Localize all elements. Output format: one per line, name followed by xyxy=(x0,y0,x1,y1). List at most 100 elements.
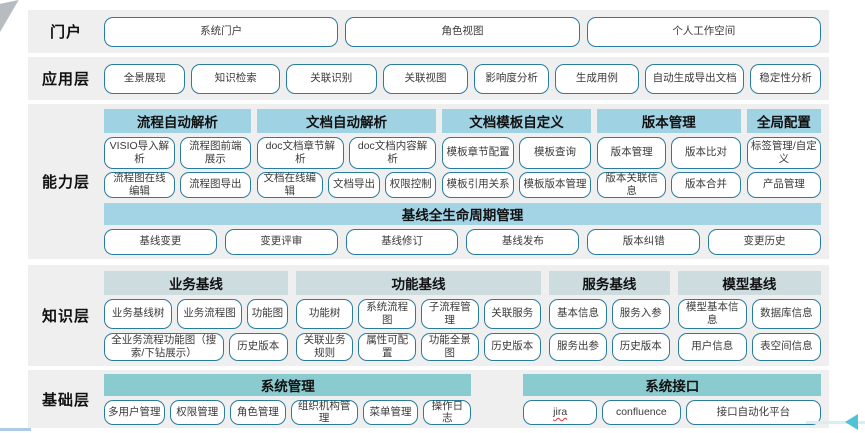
knowledge-button[interactable]: 服务入参 xyxy=(611,298,670,329)
portal-button[interactable]: 系统门户 xyxy=(104,16,339,47)
application-button[interactable]: 知识检索 xyxy=(191,63,281,94)
knowledge-layer-label: 知识层 xyxy=(41,308,90,325)
application-button[interactable]: 关联识别 xyxy=(286,63,377,94)
knowledge-button[interactable]: 系统流程图 xyxy=(358,298,416,329)
knowledge-button[interactable]: 关联业务规则 xyxy=(295,332,354,361)
arrow-line xyxy=(806,421,865,424)
foundation-layer: 基础层 系统管理 多用户管理权限管理角色管理组织机构管理菜单管理操作日志 系统接… xyxy=(28,370,829,428)
capability-button[interactable]: 模板查询 xyxy=(519,136,591,169)
knowledge-button[interactable]: 模型基本信息 xyxy=(677,298,747,329)
application-button[interactable]: 全景展现 xyxy=(104,63,186,94)
group-header: 版本管理 xyxy=(596,108,741,133)
capability-layer-label: 能力层 xyxy=(41,174,90,191)
capability-button[interactable]: 流程图导出 xyxy=(179,171,251,198)
system-management-button[interactable]: 操作日志 xyxy=(423,399,472,425)
foundation-group-system-management: 系统管理 多用户管理权限管理角色管理组织机构管理菜单管理操作日志 xyxy=(104,373,472,425)
knowledge-button[interactable]: 关联服务 xyxy=(483,298,542,329)
system-management-button[interactable]: 组织机构管理 xyxy=(290,399,358,425)
group-header: 文档模板自定义 xyxy=(442,108,591,133)
knowledge-button[interactable]: 功能图 xyxy=(246,298,288,329)
baseline-button[interactable]: 变更评审 xyxy=(224,228,338,255)
capability-button[interactable]: VISIO导入解析 xyxy=(104,136,175,169)
baseline-button[interactable]: 版本纠错 xyxy=(587,228,701,255)
knowledge-button[interactable]: 业务流程图 xyxy=(177,298,242,329)
knowledge-group-service-baseline: 服务基线 基本信息服务入参 服务出参历史版本 xyxy=(549,270,670,361)
capability-button[interactable]: 模板版本管理 xyxy=(519,171,591,198)
knowledge-button[interactable]: 功能树 xyxy=(295,298,354,329)
system-management-button[interactable]: 菜单管理 xyxy=(362,399,419,425)
knowledge-button[interactable]: 全业务流程功能图（搜索/下钻展示） xyxy=(104,332,224,361)
group-header: 服务基线 xyxy=(549,270,670,295)
capability-button[interactable]: 版本管理 xyxy=(596,136,667,169)
jira-button[interactable]: jira xyxy=(523,399,597,425)
foundation-layer-label: 基础层 xyxy=(41,391,90,409)
capability-button[interactable]: 产品管理 xyxy=(746,171,822,198)
capability-groups: 流程自动解析 VISIO导入解析流程图前端展示 流程图在线编辑流程图导出 文档自… xyxy=(104,108,822,198)
capability-group-process-auto-parsing: 流程自动解析 VISIO导入解析流程图前端展示 流程图在线编辑流程图导出 xyxy=(104,108,251,198)
knowledge-button[interactable]: 历史版本 xyxy=(611,332,670,361)
portal-button[interactable]: 角色视图 xyxy=(345,16,580,47)
baseline-button[interactable]: 基线修订 xyxy=(345,228,459,255)
baseline-button[interactable]: 基线发布 xyxy=(466,228,580,255)
capability-group-version-management: 版本管理 版本管理版本比对 版本关联信息版本合并 xyxy=(596,108,741,198)
application-button[interactable]: 影响度分析 xyxy=(474,63,549,94)
capability-button[interactable]: 文档导出 xyxy=(327,171,381,198)
knowledge-button[interactable]: 业务基线树 xyxy=(104,298,173,329)
knowledge-button[interactable]: 历史版本 xyxy=(483,332,542,361)
capability-button[interactable]: 流程图在线编辑 xyxy=(104,171,175,198)
interface-automation-button[interactable]: 接口自动化平台 xyxy=(685,399,822,425)
capability-button[interactable]: 权限控制 xyxy=(385,171,437,198)
arrow-left-icon xyxy=(845,414,858,430)
capability-button[interactable]: 模板章节配置 xyxy=(442,136,515,169)
capability-button[interactable]: 标签管理/自定义 xyxy=(746,136,822,169)
system-management-button[interactable]: 权限管理 xyxy=(169,399,226,425)
group-header: 模型基线 xyxy=(677,270,821,295)
capability-button[interactable]: 版本合并 xyxy=(671,171,741,198)
capability-group-global-config: 全局配置 标签管理/自定义 产品管理 xyxy=(746,108,822,198)
capability-button[interactable]: doc文档内容解析 xyxy=(348,136,437,169)
application-button[interactable]: 关联视图 xyxy=(382,63,469,94)
portal-layer: 门户 系统门户角色视图个人工作空间 xyxy=(28,10,829,53)
capability-layer: 能力层 流程自动解析 VISIO导入解析流程图前端展示 流程图在线编辑流程图导出… xyxy=(28,104,829,259)
baseline-button[interactable]: 变更历史 xyxy=(708,228,821,255)
group-header: 功能基线 xyxy=(295,270,542,295)
group-header: 业务基线 xyxy=(104,270,288,295)
group-header: 文档自动解析 xyxy=(256,108,437,133)
baseline-button[interactable]: 基线变更 xyxy=(104,228,217,255)
capability-button[interactable]: 模板引用关系 xyxy=(442,171,515,198)
knowledge-button[interactable]: 历史版本 xyxy=(228,332,288,361)
knowledge-button[interactable]: 数据库信息 xyxy=(751,298,821,329)
capability-button[interactable]: 版本比对 xyxy=(671,136,741,169)
application-button[interactable]: 生成用例 xyxy=(554,63,639,94)
capability-button[interactable]: doc文档章节解析 xyxy=(256,136,344,169)
portal-buttons: 系统门户角色视图个人工作空间 xyxy=(104,16,821,47)
portal-layer-label: 门户 xyxy=(49,24,82,41)
knowledge-button[interactable]: 服务出参 xyxy=(549,332,607,361)
confluence-button[interactable]: confluence xyxy=(601,399,681,425)
knowledge-button[interactable]: 基本信息 xyxy=(549,298,607,329)
knowledge-button[interactable]: 功能全景图 xyxy=(420,332,479,361)
knowledge-groups: 业务基线 业务基线树业务流程图功能图 全业务流程功能图（搜索/下钻展示）历史版本… xyxy=(104,270,821,361)
foundation-group-system-interface: 系统接口 jira confluence 接口自动化平台 xyxy=(523,373,822,425)
application-button[interactable]: 稳定性分析 xyxy=(750,63,821,94)
baseline-lifecycle-header: 基线全生命周期管理 xyxy=(104,202,821,225)
knowledge-button[interactable]: 表空间信息 xyxy=(751,332,821,361)
knowledge-group-function-baseline: 功能基线 功能树系统流程图子流程管理关联服务 关联业务规则属性可配置功能全景图历… xyxy=(295,270,542,361)
portal-button[interactable]: 个人工作空间 xyxy=(586,16,821,47)
system-management-button[interactable]: 多用户管理 xyxy=(104,399,165,425)
group-header: 全局配置 xyxy=(746,108,822,133)
knowledge-button[interactable]: 子流程管理 xyxy=(420,298,479,329)
corner-decoration xyxy=(0,0,19,32)
baseline-buttons: 基线变更变更评审基线修订基线发布版本纠错变更历史 xyxy=(104,228,821,255)
knowledge-button[interactable]: 用户信息 xyxy=(677,332,747,361)
capability-button[interactable]: 文档在线编辑 xyxy=(256,171,323,198)
knowledge-button[interactable]: 属性可配置 xyxy=(358,332,416,361)
application-layer: 应用层 全景展现知识检索关联识别关联视图影响度分析生成用例自动生成导出文档稳定性… xyxy=(28,57,829,100)
capability-button[interactable]: 流程图前端展示 xyxy=(179,136,251,169)
system-management-button[interactable]: 角色管理 xyxy=(230,399,286,425)
application-button[interactable]: 自动生成导出文档 xyxy=(644,63,745,94)
capability-button[interactable]: 版本关联信息 xyxy=(596,171,667,198)
capability-group-document-template-custom: 文档模板自定义 模板章节配置模板查询 模板引用关系模板版本管理 xyxy=(442,108,591,198)
